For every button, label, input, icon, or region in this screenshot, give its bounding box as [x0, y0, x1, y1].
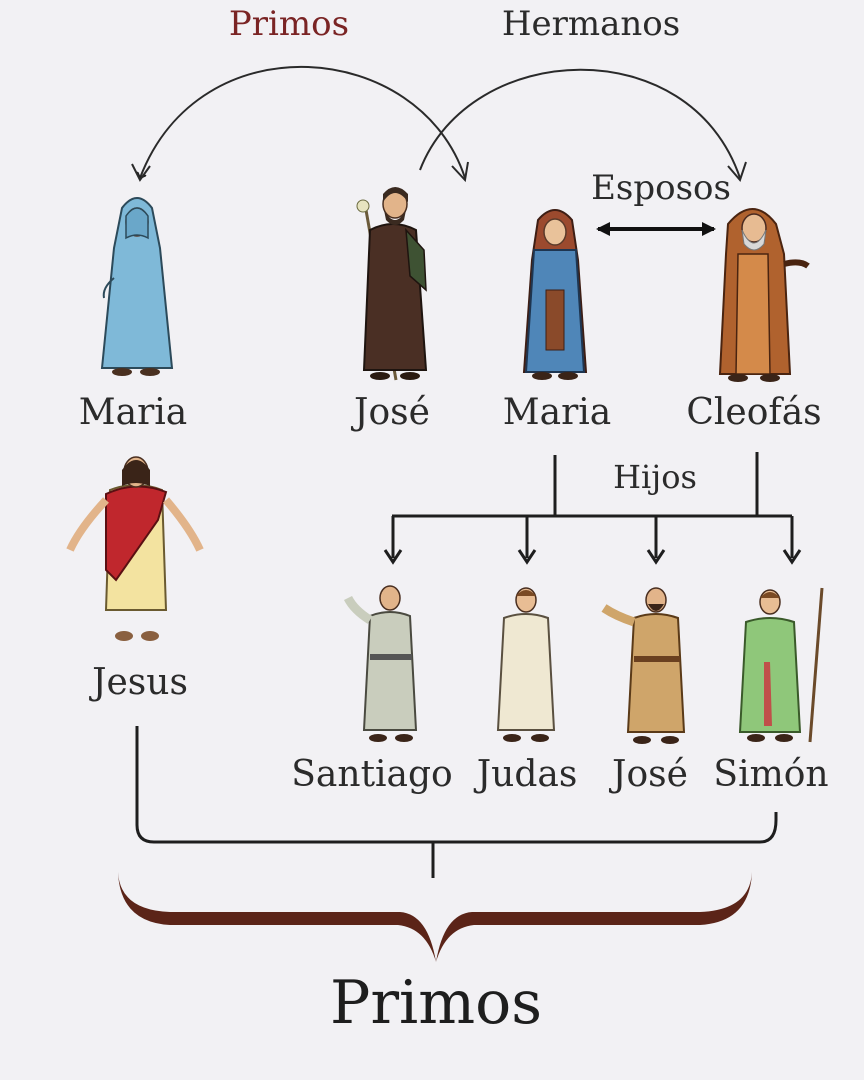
- cleofas-name: Cleofás: [686, 392, 822, 433]
- maria-virgen-name: Maria: [78, 392, 188, 433]
- hermanos-arc-head: [727, 161, 747, 182]
- hijos-label: Hijos: [613, 458, 697, 496]
- esposos-label: Esposos: [591, 168, 731, 208]
- primos-top-label: Primos: [228, 4, 350, 44]
- jose-padre-name: José: [354, 392, 430, 433]
- hermanos-label: Hermanos: [501, 4, 681, 44]
- judas-figure: [496, 587, 556, 742]
- judas-name: Judas: [476, 754, 578, 795]
- hijos-drops: [383, 516, 802, 565]
- jesus-name: Jesus: [92, 662, 188, 703]
- santiago-figure: [343, 585, 418, 742]
- simon-figure: [738, 587, 824, 743]
- jesus-figure: [66, 456, 204, 641]
- primos-bottom-label: Primos: [329, 968, 543, 1038]
- primos-arc: [140, 66, 466, 178]
- simon-name: Simón: [713, 754, 829, 795]
- jose-padre-figure: [356, 187, 428, 381]
- primos-arc-head-right: [451, 161, 469, 183]
- primos-bracket: [135, 726, 778, 844]
- santiago-name: Santiago: [291, 754, 453, 795]
- primos-arc-head-left: [131, 163, 151, 182]
- maria-cleofas-figure: [522, 209, 588, 380]
- maria-cleofas-name: Maria: [502, 392, 612, 433]
- jose-hijo-name: José: [612, 754, 688, 795]
- hermanos-arc: [419, 68, 741, 179]
- maria-virgen-figure: [100, 197, 174, 376]
- cleofas-figure: [718, 208, 810, 382]
- curly-brace: [118, 872, 752, 962]
- jose-hijo-figure: [601, 587, 686, 744]
